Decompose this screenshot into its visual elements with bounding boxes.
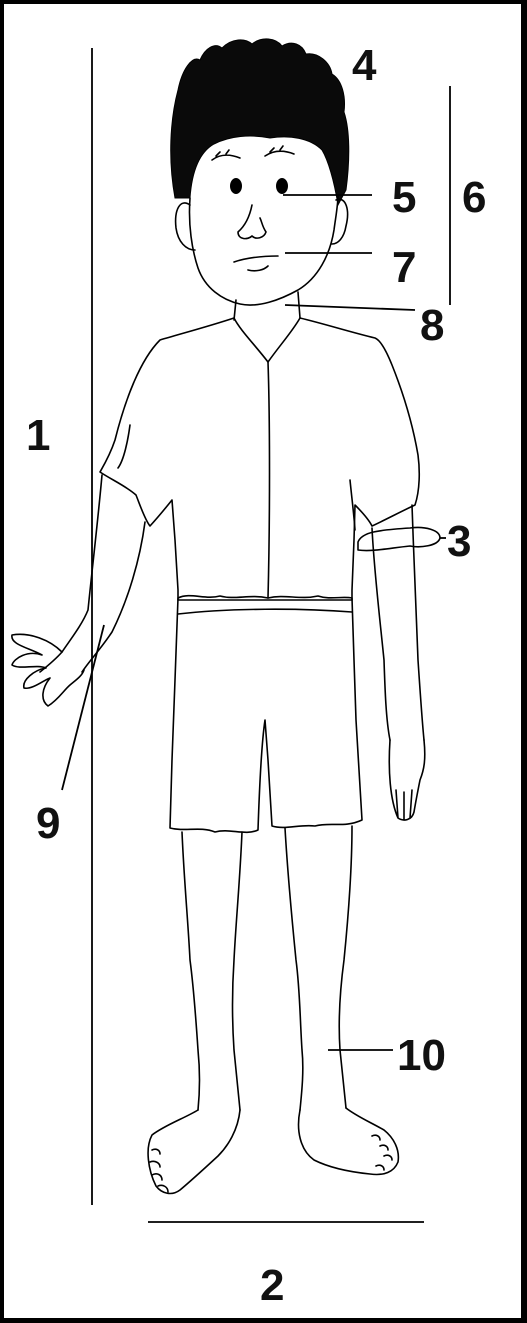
right-eye	[276, 178, 288, 194]
left-hand	[12, 634, 84, 706]
shirt-collar	[234, 318, 300, 362]
nose	[238, 205, 266, 239]
label-5: 5	[392, 173, 416, 222]
left-sleeve-edge	[118, 425, 130, 468]
left-eye	[230, 178, 242, 194]
upper-arm-band	[358, 527, 440, 550]
waistband	[178, 609, 352, 614]
right-leg	[285, 826, 352, 1110]
leader-9	[62, 625, 104, 790]
right-arm	[372, 505, 424, 740]
right-hand	[389, 740, 425, 820]
left-eyebrow	[212, 150, 240, 160]
right-eyebrow	[265, 146, 294, 156]
face-outline	[189, 195, 338, 305]
left-foot	[148, 1110, 240, 1193]
left-leg	[182, 832, 242, 1110]
label-8: 8	[420, 301, 444, 350]
right-toes	[372, 1135, 392, 1170]
label-6: 6	[462, 173, 486, 222]
lower-lip	[248, 266, 268, 271]
label-9: 9	[36, 799, 60, 848]
mouth	[234, 256, 278, 262]
leader-8	[285, 305, 415, 310]
right-foot	[299, 1108, 399, 1175]
left-toes	[150, 1149, 168, 1192]
label-10: 10	[397, 1031, 446, 1080]
hair	[171, 39, 349, 205]
right-ear	[332, 199, 348, 244]
label-7: 7	[392, 243, 416, 292]
label-3: 3	[447, 517, 471, 566]
label-2: 2	[260, 1261, 284, 1310]
shorts	[170, 596, 362, 833]
shirt	[100, 318, 419, 600]
label-4: 4	[352, 41, 377, 90]
shirt-placket	[268, 362, 270, 598]
label-1: 1	[26, 411, 50, 460]
